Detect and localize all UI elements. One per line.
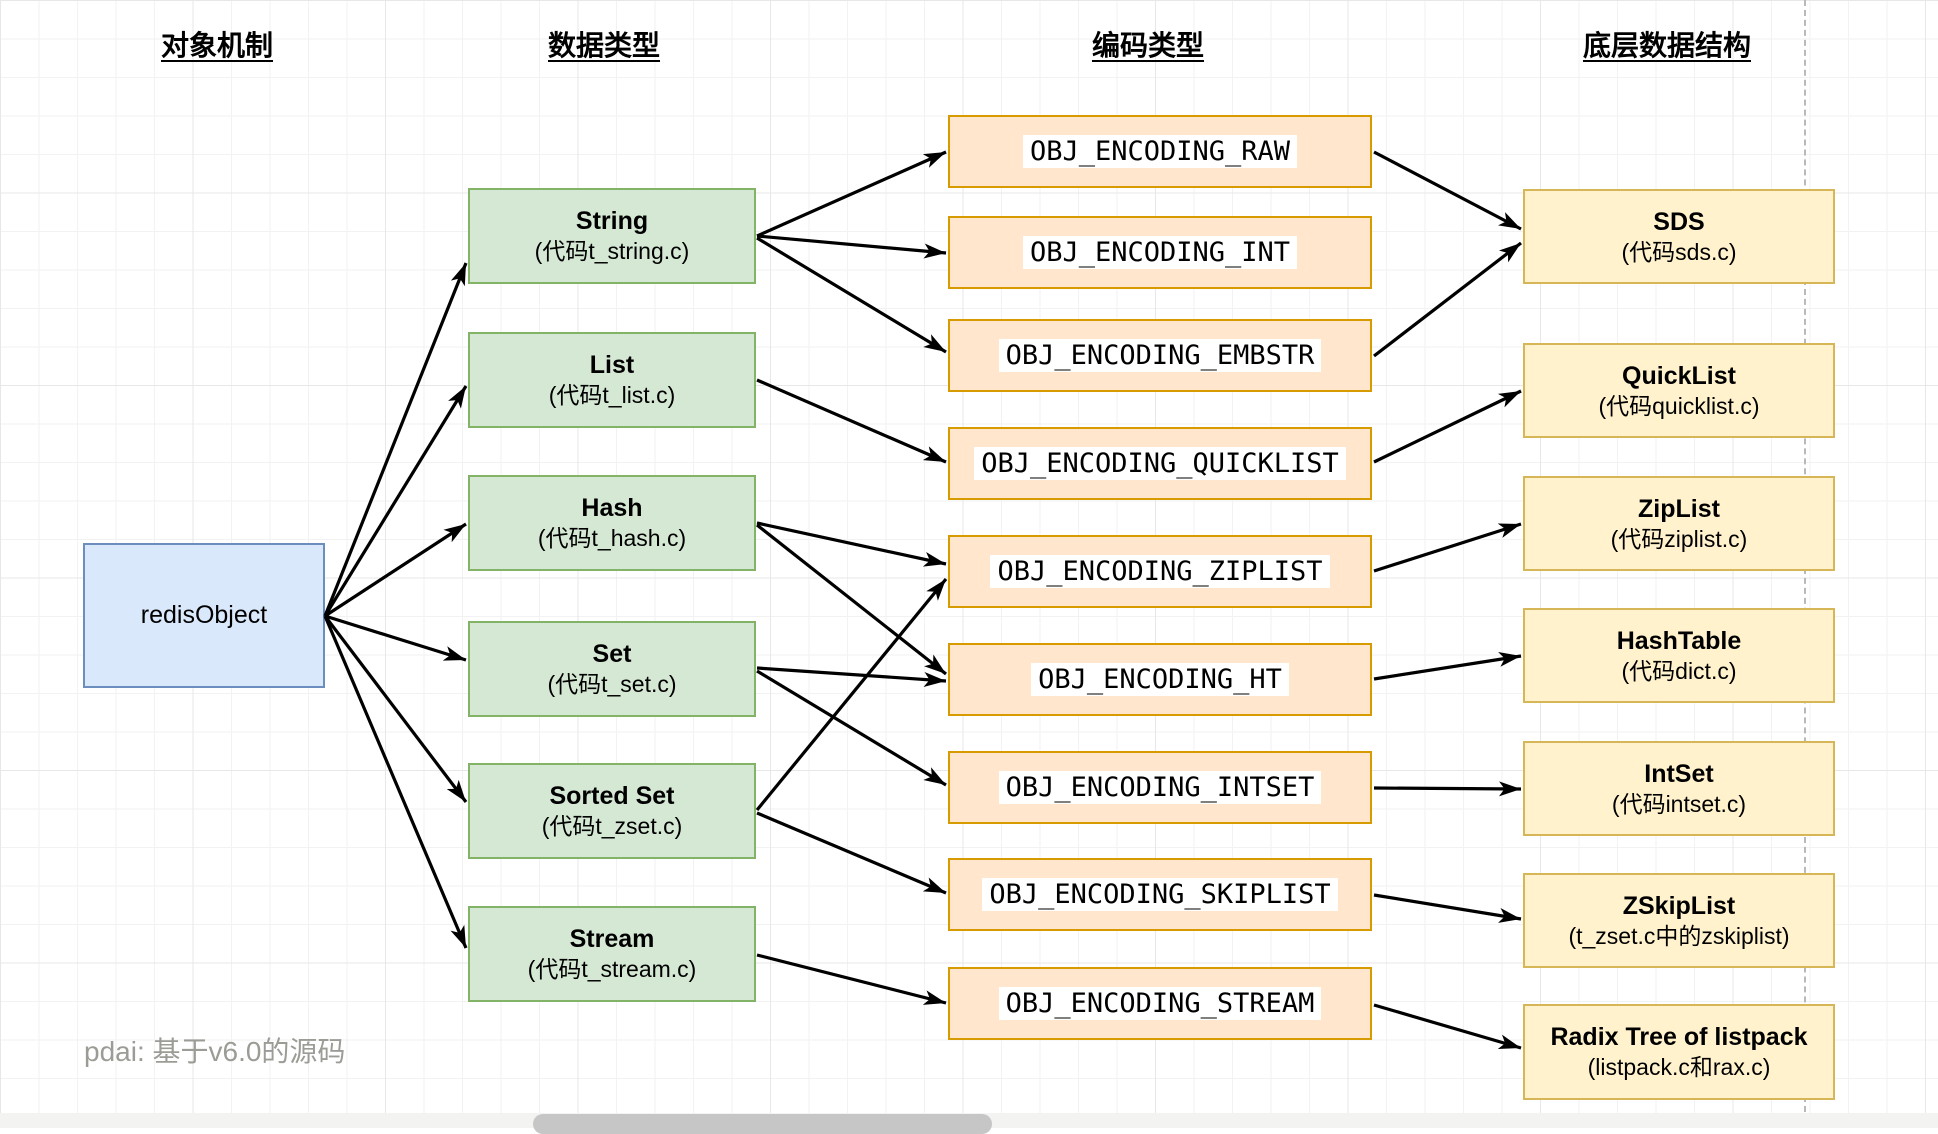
edge-redisObject-to-Set (324, 614, 467, 662)
horizontal-scrollbar-thumb[interactable] (533, 1114, 992, 1134)
edge-OBJ_ENCODING_ZIPLIST-to-ZipList (1373, 522, 1522, 573)
node-obj-encoding-embstr: OBJ_ENCODING_EMBSTR (948, 319, 1372, 392)
node-string-subtitle: (代码t_string.c) (534, 238, 690, 265)
edge-Stream-to-OBJ_ENCODING_STREAM (756, 953, 947, 1005)
node-ziplist: ZipList (代码ziplist.c) (1523, 476, 1835, 571)
node-obj-encoding-ht-label: OBJ_ENCODING_HT (1031, 663, 1289, 696)
node-obj-encoding-raw: OBJ_ENCODING_RAW (948, 115, 1372, 188)
node-stream-subtitle: (代码t_stream.c) (527, 956, 697, 983)
edge-redisObject-to-List (323, 385, 468, 617)
node-stream: Stream (代码t_stream.c) (468, 906, 756, 1002)
edge-OBJ_ENCODING_STREAM-to-Radix Tree of listpack (1373, 1003, 1522, 1050)
node-sds-title: SDS (1653, 207, 1705, 236)
node-ziplist-subtitle: (代码ziplist.c) (1610, 525, 1748, 552)
edge-OBJ_ENCODING_EMBSTR-to-SDS (1373, 241, 1522, 358)
node-sorted-set-subtitle: (代码t_zset.c) (541, 813, 683, 840)
node-zskiplist-title: ZSkipList (1622, 891, 1736, 920)
node-hash-title: Hash (581, 494, 643, 522)
node-obj-encoding-int-label: OBJ_ENCODING_INT (1022, 236, 1298, 269)
column-header-object-mechanism: 对象机制 (160, 30, 274, 61)
node-redis-object: redisObject (83, 543, 325, 688)
column-header-data-types: 数据类型 (547, 30, 661, 61)
node-hash: Hash (代码t_hash.c) (468, 475, 756, 571)
node-list-subtitle: (代码t_list.c) (548, 382, 676, 409)
node-sorted-set-title: Sorted Set (549, 782, 675, 810)
node-obj-encoding-ziplist-label: OBJ_ENCODING_ZIPLIST (990, 555, 1330, 588)
node-list: List (代码t_list.c) (468, 332, 756, 428)
edge-redisObject-to-Hash (324, 522, 467, 618)
node-radix-tree-subtitle: (listpack.c和rax.c) (1587, 1054, 1771, 1081)
node-set-title: Set (592, 640, 632, 668)
node-intset: IntSet (代码intset.c) (1523, 741, 1835, 836)
edge-Hash-to-OBJ_ENCODING_ZIPLIST (756, 521, 947, 567)
node-sds-subtitle: (代码sds.c) (1621, 238, 1737, 265)
node-obj-encoding-embstr-label: OBJ_ENCODING_EMBSTR (998, 339, 1322, 372)
node-obj-encoding-ht: OBJ_ENCODING_HT (948, 643, 1372, 716)
node-obj-encoding-intset: OBJ_ENCODING_INTSET (948, 751, 1372, 824)
node-obj-encoding-skiplist: OBJ_ENCODING_SKIPLIST (948, 858, 1372, 931)
node-obj-encoding-raw-label: OBJ_ENCODING_RAW (1022, 135, 1298, 168)
node-obj-encoding-stream-label: OBJ_ENCODING_STREAM (998, 987, 1322, 1020)
node-obj-encoding-skiplist-label: OBJ_ENCODING_SKIPLIST (982, 878, 1338, 911)
node-obj-encoding-intset-label: OBJ_ENCODING_INTSET (998, 771, 1322, 804)
column-header-encoding-types: 编码类型 (1091, 30, 1205, 61)
edge-OBJ_ENCODING_INTSET-to-IntSet (1373, 781, 1522, 797)
node-ziplist-title: ZipList (1638, 494, 1720, 523)
node-obj-encoding-quicklist-label: OBJ_ENCODING_QUICKLIST (974, 447, 1346, 480)
node-quicklist-subtitle: (代码quicklist.c) (1598, 392, 1760, 419)
node-stream-title: Stream (569, 925, 655, 953)
edge-Hash-to-OBJ_ENCODING_HT (756, 523, 947, 676)
node-quicklist-title: QuickList (1622, 361, 1736, 390)
node-hashtable-title: HashTable (1616, 626, 1742, 655)
node-string-title: String (575, 207, 649, 235)
node-sds: SDS (代码sds.c) (1523, 189, 1835, 284)
edge-Sorted Set-to-OBJ_ENCODING_ZIPLIST (755, 577, 948, 812)
node-redis-object-label: redisObject (140, 601, 268, 629)
node-radix-tree-title: Radix Tree of listpack (1550, 1023, 1808, 1051)
node-set: Set (代码t_set.c) (468, 621, 756, 717)
edge-OBJ_ENCODING_RAW-to-SDS (1373, 150, 1522, 231)
edge-OBJ_ENCODING_QUICKLIST-to-QuickList (1373, 389, 1522, 464)
node-intset-title: IntSet (1644, 759, 1714, 788)
edge-List-to-OBJ_ENCODING_QUICKLIST (756, 378, 947, 464)
node-hash-subtitle: (代码t_hash.c) (537, 525, 687, 552)
node-hashtable-subtitle: (代码dict.c) (1621, 657, 1737, 684)
node-obj-encoding-stream: OBJ_ENCODING_STREAM (948, 967, 1372, 1040)
edge-OBJ_ENCODING_SKIPLIST-to-ZSkipList (1373, 893, 1522, 923)
node-obj-encoding-quicklist: OBJ_ENCODING_QUICKLIST (948, 427, 1372, 500)
node-radix-tree: Radix Tree of listpack (listpack.c和rax.c… (1523, 1004, 1835, 1100)
edge-OBJ_ENCODING_HT-to-HashTable (1373, 651, 1522, 681)
node-sorted-set: Sorted Set (代码t_zset.c) (468, 763, 756, 859)
edge-String-to-OBJ_ENCODING_EMBSTR (756, 236, 947, 354)
edge-redisObject-to-Stream (323, 615, 468, 949)
edge-redisObject-to-String (323, 262, 468, 617)
edge-Sorted Set-to-OBJ_ENCODING_SKIPLIST (756, 811, 947, 895)
edge-Set-to-OBJ_ENCODING_INTSET (756, 669, 947, 787)
node-zskiplist: ZSkipList (t_zset.c中的zskiplist) (1523, 873, 1835, 968)
node-obj-encoding-ziplist: OBJ_ENCODING_ZIPLIST (948, 535, 1372, 608)
node-intset-subtitle: (代码intset.c) (1611, 790, 1747, 817)
column-header-structures: 底层数据结构 (1582, 30, 1752, 61)
edge-String-to-OBJ_ENCODING_INT (756, 234, 947, 259)
node-obj-encoding-int: OBJ_ENCODING_INT (948, 216, 1372, 289)
node-zskiplist-subtitle: (t_zset.c中的zskiplist) (1568, 922, 1790, 949)
edge-Set-to-OBJ_ENCODING_HT (756, 666, 947, 687)
node-quicklist: QuickList (代码quicklist.c) (1523, 343, 1835, 438)
node-list-title: List (589, 351, 635, 379)
source-note: pdai: 基于v6.0的源码 (84, 1036, 346, 1067)
node-set-subtitle: (代码t_set.c) (547, 671, 677, 698)
edge-String-to-OBJ_ENCODING_RAW (756, 150, 947, 238)
node-string: String (代码t_string.c) (468, 188, 756, 284)
node-hashtable: HashTable (代码dict.c) (1523, 608, 1835, 703)
edge-redisObject-to-Sorted Set (323, 615, 468, 803)
